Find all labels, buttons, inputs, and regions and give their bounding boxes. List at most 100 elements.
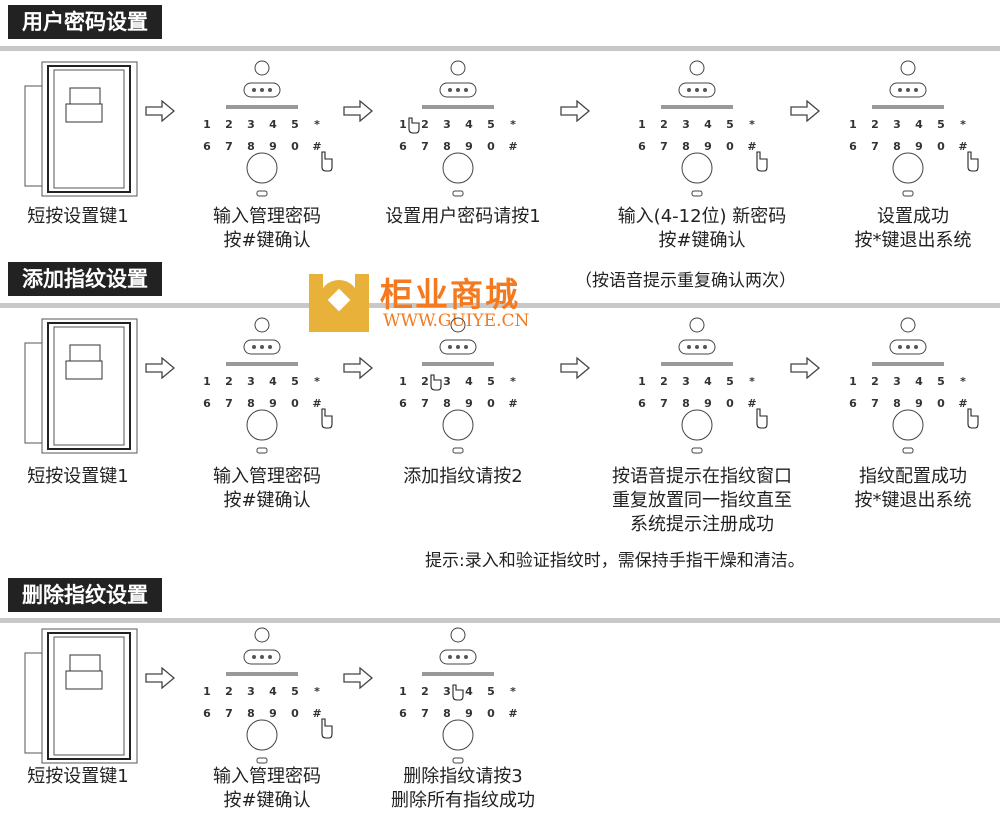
knob-icon bbox=[246, 409, 278, 441]
lock-body-diagram bbox=[24, 61, 138, 197]
keypad-key: 5 bbox=[726, 118, 734, 131]
caption-line: 输入管理密码 bbox=[213, 206, 321, 227]
keypad-key: 7 bbox=[660, 397, 668, 410]
sensor-icon bbox=[450, 627, 466, 643]
caption-line: 短按设置键1 bbox=[27, 466, 129, 487]
pointing-hand-icon bbox=[430, 374, 442, 391]
keypad-key: 3 bbox=[443, 375, 451, 388]
keypad-key: 8 bbox=[247, 140, 255, 153]
indicator-bar bbox=[872, 362, 944, 366]
keypad-key: 7 bbox=[225, 707, 233, 720]
watermark-url: WWW.GUIYE.CN bbox=[383, 311, 530, 331]
caption-line: 按*键退出系统 bbox=[854, 230, 972, 251]
keypad-key: 5 bbox=[726, 375, 734, 388]
knob-icon bbox=[442, 152, 474, 184]
fingerprint-window bbox=[243, 649, 281, 665]
keypad-key: 3 bbox=[247, 685, 255, 698]
knob-icon bbox=[892, 409, 924, 441]
keypad-key: * bbox=[510, 685, 516, 698]
keypad-key: # bbox=[508, 707, 517, 720]
keypad-key: 4 bbox=[915, 118, 923, 131]
keypad-key: 4 bbox=[915, 375, 923, 388]
keypad-key: 5 bbox=[291, 375, 299, 388]
pointing-hand-icon bbox=[756, 151, 768, 172]
keypad-key: 2 bbox=[421, 375, 429, 388]
keypad-key: * bbox=[314, 685, 320, 698]
keypad-key: 5 bbox=[937, 375, 945, 388]
sensor-icon bbox=[450, 60, 466, 76]
watermark-name: 柜业商城 bbox=[380, 275, 520, 314]
fingerprint-window bbox=[439, 82, 477, 98]
step-caption: 短按设置键1 bbox=[27, 765, 128, 789]
watermark: 柜业商城 WWW.GUIYE.CN bbox=[305, 268, 550, 338]
fingerprint-window bbox=[439, 649, 477, 665]
keypad-key: 7 bbox=[421, 140, 429, 153]
divider bbox=[0, 618, 1000, 623]
keypad-key: 6 bbox=[849, 140, 857, 153]
caption-line: 设置成功 bbox=[877, 206, 949, 227]
keypad-key: 6 bbox=[399, 140, 407, 153]
sensor-icon bbox=[689, 60, 705, 76]
pointing-hand-icon bbox=[756, 408, 768, 429]
arrow-right-icon bbox=[145, 357, 175, 379]
keypad-key: 7 bbox=[660, 140, 668, 153]
pointing-hand-icon bbox=[321, 408, 333, 429]
keypad-key: 2 bbox=[225, 118, 233, 131]
keypad-key: 4 bbox=[269, 685, 277, 698]
keypad-key: 1 bbox=[849, 118, 857, 131]
lock-body-diagram bbox=[24, 628, 138, 764]
keypad-key: 9 bbox=[465, 707, 473, 720]
keypad-key: 0 bbox=[487, 397, 495, 410]
keypad-key: 4 bbox=[269, 118, 277, 131]
keypad-key: 9 bbox=[465, 397, 473, 410]
keypad-key: 8 bbox=[893, 140, 901, 153]
divider bbox=[0, 46, 1000, 51]
keypad-key: 7 bbox=[871, 140, 879, 153]
keypad-key: * bbox=[510, 375, 516, 388]
sensor-icon bbox=[254, 60, 270, 76]
keypad-key: 3 bbox=[893, 118, 901, 131]
caption-line: 设置用户密码请按1 bbox=[385, 206, 541, 227]
keypad-key: 2 bbox=[225, 375, 233, 388]
knob-icon bbox=[246, 152, 278, 184]
keypad-key: 0 bbox=[937, 140, 945, 153]
arrow-right-icon bbox=[560, 357, 590, 379]
step-caption: 设置用户密码请按1 bbox=[385, 205, 540, 229]
keypad-key: * bbox=[314, 375, 320, 388]
keypad-key: 0 bbox=[487, 140, 495, 153]
fingerprint-window bbox=[678, 339, 716, 355]
keypad-key: 5 bbox=[291, 118, 299, 131]
step-caption: 输入管理密码按#键确认 bbox=[213, 205, 321, 253]
keypad-key: 0 bbox=[726, 397, 734, 410]
arrow-right-icon bbox=[145, 100, 175, 122]
keypad-key: 4 bbox=[704, 375, 712, 388]
keypad-key: 1 bbox=[399, 118, 407, 131]
keypad-key: 8 bbox=[443, 397, 451, 410]
keypad-key: 1 bbox=[203, 685, 211, 698]
keypad-key: 9 bbox=[269, 707, 277, 720]
keypad-key: 2 bbox=[225, 685, 233, 698]
keypad-key: 6 bbox=[638, 140, 646, 153]
keypad-key: # bbox=[958, 397, 967, 410]
keypad-key: 8 bbox=[893, 397, 901, 410]
keypad-key: # bbox=[958, 140, 967, 153]
caption-line: 按#键确认 bbox=[223, 790, 311, 811]
keypad-key: 7 bbox=[421, 707, 429, 720]
keypad-key: # bbox=[747, 140, 756, 153]
section-title-delete-fingerprint: 删除指纹设置 bbox=[8, 578, 162, 612]
keypad-key: 1 bbox=[399, 685, 407, 698]
caption-line: 按*键退出系统 bbox=[854, 490, 972, 511]
fingerprint-window bbox=[439, 339, 477, 355]
keypad-key: 6 bbox=[399, 707, 407, 720]
sensor-icon bbox=[254, 317, 270, 333]
keypad-key: 0 bbox=[291, 707, 299, 720]
indicator-bar bbox=[226, 362, 298, 366]
arrow-right-icon bbox=[790, 100, 820, 122]
